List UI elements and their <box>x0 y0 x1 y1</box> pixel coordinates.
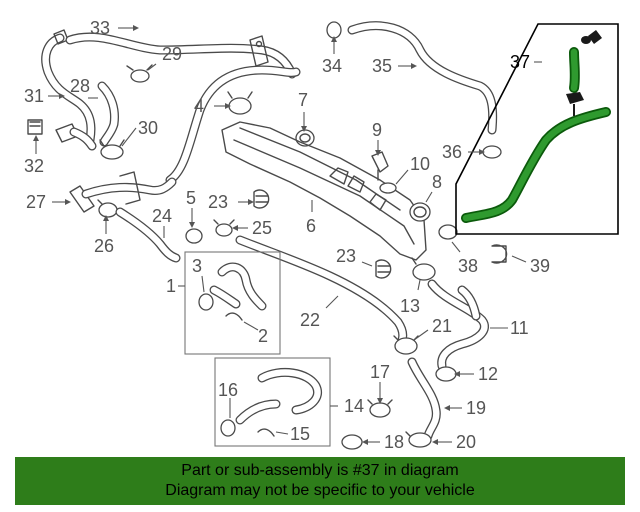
callout-5[interactable]: 5 <box>186 188 196 208</box>
clamp-20[interactable] <box>405 431 432 448</box>
o-ring-10[interactable] <box>379 182 397 194</box>
callout-25[interactable]: 25 <box>252 218 272 238</box>
callout-38[interactable]: 38 <box>458 256 478 276</box>
fitting-9[interactable] <box>371 151 389 181</box>
callout-29[interactable]: 29 <box>162 44 182 64</box>
hose-main-left[interactable] <box>165 65 301 185</box>
clamp-30[interactable] <box>99 139 125 160</box>
callout-30[interactable]: 30 <box>138 118 158 138</box>
hose-35[interactable] <box>347 21 498 135</box>
leader-lines <box>33 25 542 445</box>
callout-23-lower[interactable]: 23 <box>336 246 356 266</box>
sleeve-39[interactable] <box>491 244 508 264</box>
callout-10[interactable]: 10 <box>410 154 430 174</box>
callout-16[interactable]: 16 <box>218 380 238 400</box>
callout-22[interactable]: 22 <box>300 310 320 330</box>
hose-11[interactable] <box>427 279 489 371</box>
clamp-13[interactable] <box>411 257 436 281</box>
clamp-12[interactable] <box>435 366 457 382</box>
callout-9[interactable]: 9 <box>372 120 382 140</box>
callout-labels: 33 31 28 29 30 32 27 26 24 4 7 34 35 37 … <box>24 18 550 452</box>
callout-1[interactable]: 1 <box>166 276 176 296</box>
clamp-36[interactable] <box>482 145 502 159</box>
info-banner: Part or sub-assembly is #37 in diagram D… <box>15 457 625 505</box>
callout-12[interactable]: 12 <box>478 364 498 384</box>
kit-14-box[interactable] <box>214 357 331 447</box>
clamp-38[interactable] <box>438 224 458 240</box>
clamp-29[interactable] <box>126 64 153 83</box>
clamp-23-upper[interactable] <box>253 189 270 209</box>
callout-24[interactable]: 24 <box>152 206 172 226</box>
callout-27[interactable]: 27 <box>26 192 46 212</box>
banner-line-2: Diagram may not be specific to your vehi… <box>165 482 475 499</box>
callout-6[interactable]: 6 <box>306 216 316 236</box>
callout-15[interactable]: 15 <box>290 424 310 444</box>
callout-23-upper[interactable]: 23 <box>208 192 228 212</box>
parts-diagram: 33 31 28 29 30 32 27 26 24 4 7 34 35 37 … <box>24 18 619 452</box>
callout-36[interactable]: 36 <box>442 142 462 162</box>
callout-18[interactable]: 18 <box>384 432 404 452</box>
callout-39[interactable]: 39 <box>530 256 550 276</box>
banner-line-1: Part or sub-assembly is #37 in diagram <box>181 462 459 479</box>
callout-26[interactable]: 26 <box>94 236 114 256</box>
o-ring-8[interactable] <box>409 202 431 222</box>
clamp-25[interactable] <box>213 219 235 237</box>
hose-33[interactable] <box>65 32 297 79</box>
clamp-26[interactable] <box>97 199 118 218</box>
hose-28[interactable] <box>97 81 119 147</box>
callout-19[interactable]: 19 <box>466 398 486 418</box>
callout-32[interactable]: 32 <box>24 156 44 176</box>
bracket[interactable] <box>249 35 269 67</box>
hose-24[interactable] <box>115 207 181 263</box>
callout-2[interactable]: 2 <box>258 326 268 346</box>
clamp-23-lower[interactable] <box>375 259 392 279</box>
callout-33[interactable]: 33 <box>90 18 110 38</box>
callout-8[interactable]: 8 <box>432 172 442 192</box>
callout-21[interactable]: 21 <box>432 316 452 336</box>
hose-22[interactable] <box>235 235 408 345</box>
callout-7[interactable]: 7 <box>298 90 308 110</box>
callout-35[interactable]: 35 <box>372 56 392 76</box>
hose-19[interactable] <box>407 357 441 441</box>
callout-13[interactable]: 13 <box>400 296 420 316</box>
callout-34[interactable]: 34 <box>322 56 342 76</box>
callout-11[interactable]: 11 <box>510 318 529 338</box>
callout-14[interactable]: 14 <box>344 396 364 416</box>
callout-3[interactable]: 3 <box>192 256 202 276</box>
callout-4[interactable]: 4 <box>194 96 204 116</box>
part-37-box[interactable] <box>455 23 619 235</box>
connector-32[interactable] <box>27 119 43 135</box>
clamp-21[interactable] <box>393 335 419 355</box>
connector-31[interactable] <box>55 123 97 151</box>
callout-17[interactable]: 17 <box>370 362 390 382</box>
clamp-18[interactable] <box>341 434 363 450</box>
cooler-6[interactable] <box>221 121 427 261</box>
clamp-5[interactable] <box>185 228 203 244</box>
callout-37[interactable]: 37 <box>510 52 530 72</box>
kit-1-box[interactable] <box>184 251 281 355</box>
callout-28[interactable]: 28 <box>70 76 90 96</box>
pipe-27[interactable] <box>69 171 177 213</box>
clamp-34[interactable] <box>326 21 342 39</box>
callout-20[interactable]: 20 <box>456 432 476 452</box>
clamp-17[interactable] <box>367 399 393 418</box>
callout-31[interactable]: 31 <box>24 86 44 106</box>
clamp-4[interactable] <box>227 91 253 115</box>
